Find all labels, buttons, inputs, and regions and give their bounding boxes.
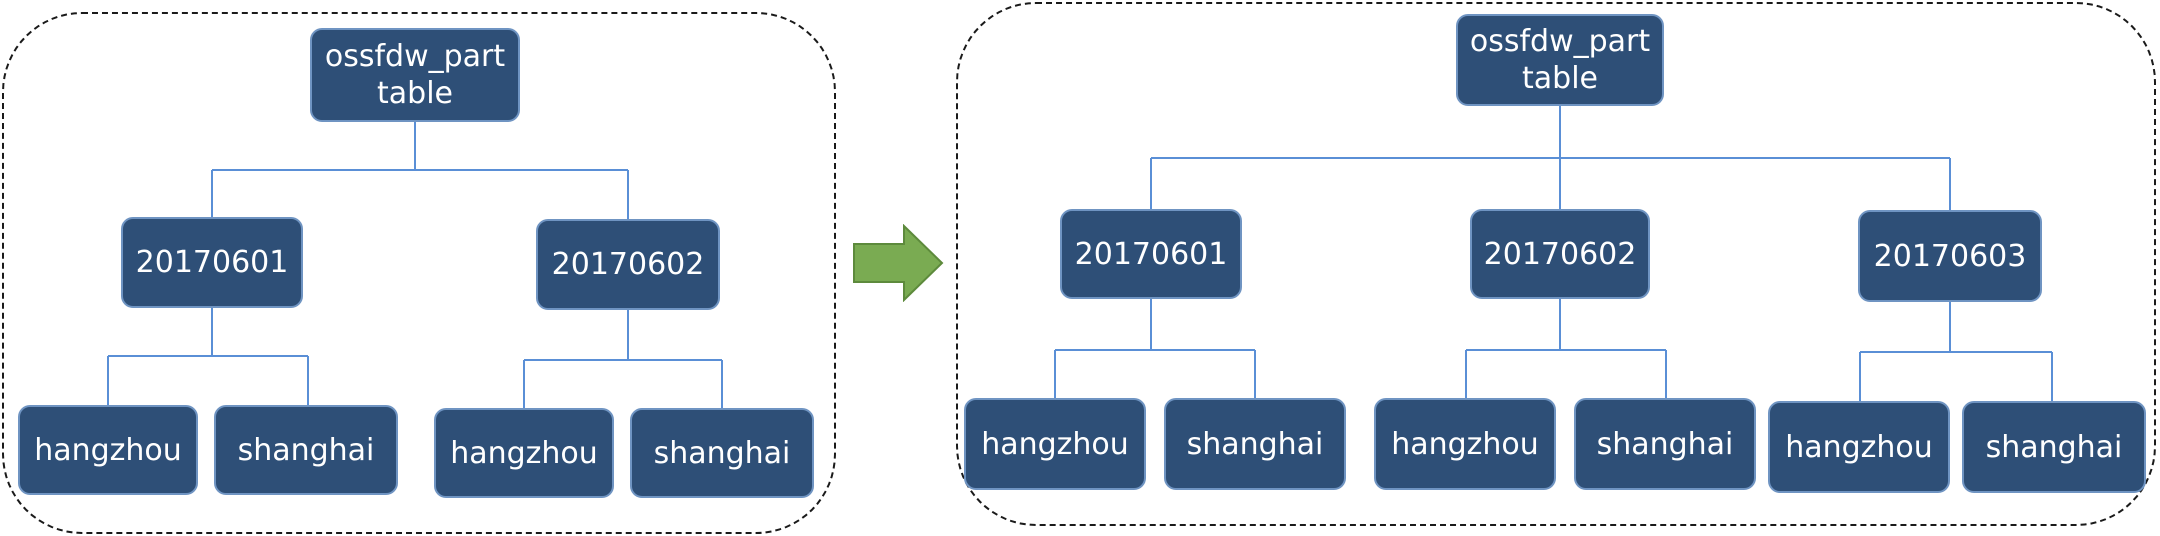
right-p3-shanghai-node: shanghai (1962, 401, 2146, 493)
right-p2-hangzhou-node: hangzhou (1374, 398, 1556, 490)
left-p2-shanghai-node: shanghai (630, 408, 814, 498)
left-p1-shanghai-node: shanghai (214, 405, 398, 495)
right-partition-20170602-node: 20170602 (1470, 209, 1650, 299)
after-partition-panel (956, 2, 2156, 526)
right-p1-shanghai-node: shanghai (1164, 398, 1346, 490)
right-partition-20170603-node: 20170603 (1858, 210, 2042, 302)
left-partition-20170602-node: 20170602 (536, 219, 720, 310)
right-partition-20170601-node: 20170601 (1060, 209, 1242, 299)
right-p2-shanghai-node: shanghai (1574, 398, 1756, 490)
before-partition-panel (2, 12, 836, 534)
right-p3-hangzhou-node: hangzhou (1768, 401, 1950, 493)
right-arrow-icon (853, 224, 944, 302)
left-partition-20170601-node: 20170601 (121, 217, 303, 308)
left-p1-hangzhou-node: hangzhou (18, 405, 198, 495)
left-p2-hangzhou-node: hangzhou (434, 408, 614, 498)
right-root-node: ossfdw_part table (1456, 14, 1664, 106)
right-p1-hangzhou-node: hangzhou (964, 398, 1146, 490)
left-root-node: ossfdw_part table (310, 28, 520, 122)
